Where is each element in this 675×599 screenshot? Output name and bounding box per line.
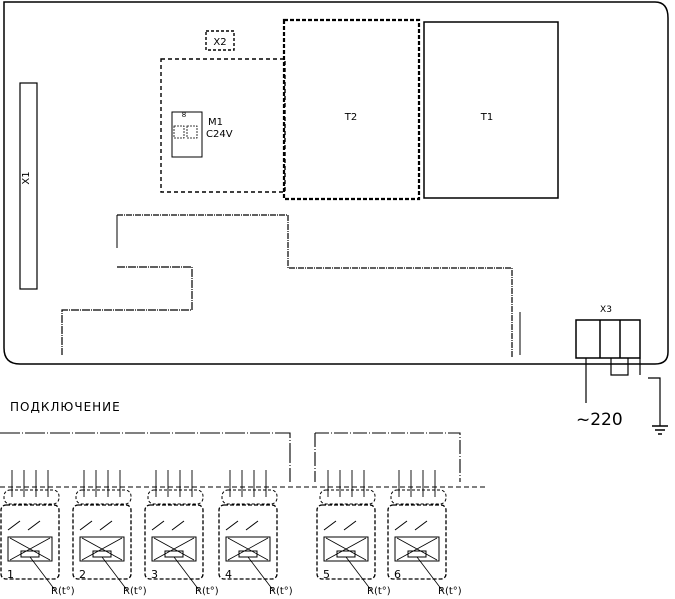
label-leader [247, 556, 274, 591]
sensor-module: 6R(t°) [387, 470, 462, 597]
bridge-diagonal [227, 537, 269, 561]
section-title: ПОДКЛЮЧЕНИЕ [10, 400, 121, 414]
t2-label: T2 [344, 112, 357, 123]
transformer-t1: T1 [423, 21, 559, 199]
sensor-bridge [79, 536, 125, 562]
sensor-number: 5 [323, 568, 330, 581]
relay-m1: 8 M1 C24V [160, 58, 286, 193]
switch-contact [79, 520, 93, 531]
sensor-module: 3R(t°) [144, 470, 219, 597]
sensor-group: 1R(t°)2R(t°)3R(t°)4R(t°)5R(t°)6R(t°) [0, 470, 462, 597]
sensor-label: R(t°) [438, 586, 462, 597]
sensor-label: R(t°) [367, 586, 391, 597]
m1-pin-label: 8 [182, 111, 186, 119]
label-leader [416, 556, 443, 591]
mains-wiring [585, 358, 661, 426]
sensor-pad [147, 489, 204, 505]
sensor-pad [221, 489, 278, 505]
label-leader [345, 556, 372, 591]
m1-value-label: C24V [206, 129, 233, 140]
resistor-symbol [407, 550, 427, 558]
sensor-pad [319, 489, 376, 505]
bridge-diagonal [81, 537, 123, 561]
bridge-diagonal [325, 537, 367, 561]
bridge-diagonal [396, 537, 438, 561]
sensor-housing [0, 504, 60, 580]
sensor-label: R(t°) [51, 586, 75, 597]
switch-contact [151, 520, 165, 531]
sensor-pad [75, 489, 132, 505]
label-leader [29, 556, 56, 591]
m1-label: M1 [208, 117, 223, 128]
sensor-bridge [394, 536, 440, 562]
ground-symbol [652, 425, 668, 435]
board-outline [3, 1, 669, 365]
sensor-module: 5R(t°) [316, 470, 391, 597]
connector-x1: X1 [19, 82, 38, 290]
connector-x2: X2 [205, 30, 235, 51]
switch-contact [171, 520, 185, 531]
label-leader [101, 556, 128, 591]
mains-voltage-label: ~220 [576, 410, 623, 430]
switch-contact [27, 520, 41, 531]
switch-contact [245, 520, 259, 531]
switch-contact [343, 520, 357, 531]
bridge-diagonal [153, 537, 195, 561]
sensor-pad [3, 489, 60, 505]
sensor-module: 4R(t°) [218, 470, 293, 597]
resistor-symbol [238, 550, 258, 558]
sensor-number: 2 [79, 568, 86, 581]
sensor-module: 1R(t°) [0, 470, 75, 597]
sensor-bridge [225, 536, 271, 562]
sensor-label: R(t°) [123, 586, 147, 597]
resistor-symbol [20, 550, 40, 558]
resistor-symbol [92, 550, 112, 558]
sensor-number: 4 [225, 568, 232, 581]
x2-label: X2 [213, 37, 226, 48]
sensor-number: 3 [151, 568, 158, 581]
connection-strips [0, 432, 487, 488]
x3-label: X3 [600, 305, 612, 315]
sensor-housing [387, 504, 447, 580]
sensor-bridge [7, 536, 53, 562]
sensor-pad [390, 489, 447, 505]
sensor-label: R(t°) [195, 586, 219, 597]
sensor-housing [72, 504, 132, 580]
sensor-number: 1 [7, 568, 14, 581]
switch-contact [323, 520, 337, 531]
connector-x3: X3 [575, 305, 641, 359]
resistor-symbol [164, 550, 184, 558]
x1-label: X1 [21, 171, 32, 184]
switch-contact [7, 520, 21, 531]
sensor-number: 6 [394, 568, 401, 581]
switch-contact [225, 520, 239, 531]
sensor-bridge [323, 536, 369, 562]
resistor-symbol [336, 550, 356, 558]
sensor-housing [218, 504, 278, 580]
switch-contact [394, 520, 408, 531]
switch-contact [99, 520, 113, 531]
sensor-label: R(t°) [269, 586, 293, 597]
sensor-bridge [151, 536, 197, 562]
t1-label: T1 [480, 112, 493, 123]
transformer-t2: T2 [282, 18, 421, 201]
sensor-housing [316, 504, 376, 580]
board-traces [61, 214, 521, 358]
bridge-diagonal [9, 537, 51, 561]
sensor-module: 2R(t°) [72, 470, 147, 597]
sensor-housing [144, 504, 204, 580]
switch-contact [414, 520, 428, 531]
label-leader [173, 556, 200, 591]
